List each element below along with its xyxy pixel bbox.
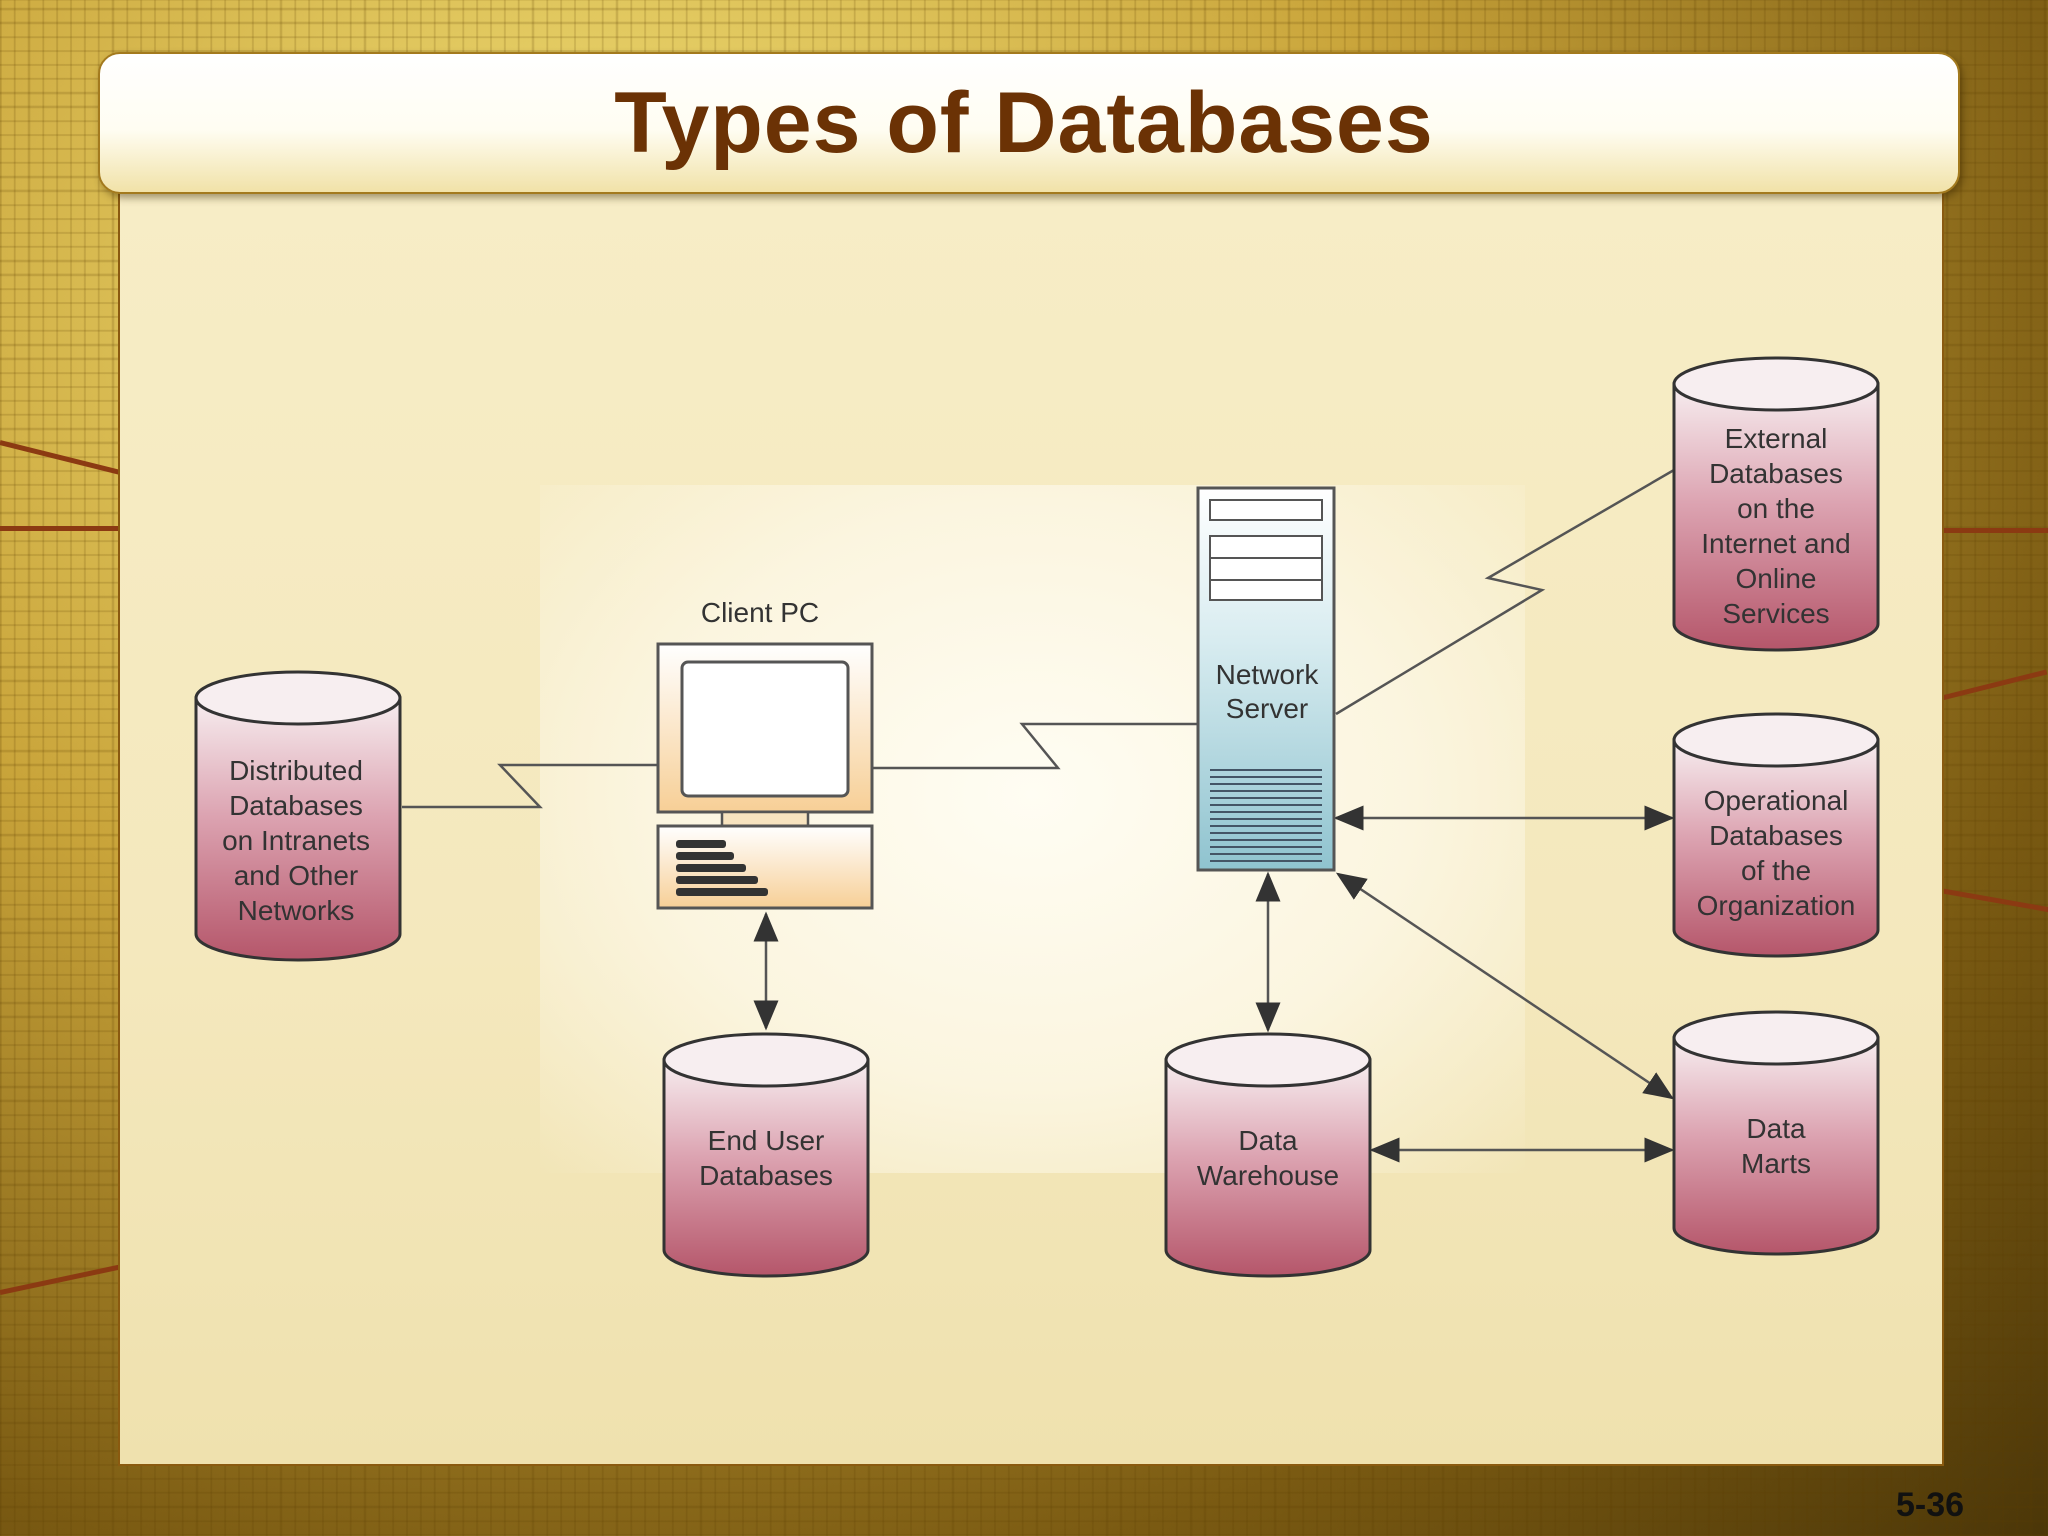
db-label-line: on the [1737,493,1815,524]
db-label-line: Operational [1704,785,1849,816]
db-label-line: Databases [1709,820,1843,851]
slide-title: Types of Databases [614,75,1434,171]
server-vents [1210,769,1322,862]
client-pc-icon [656,642,874,910]
db-label-line: End User [708,1125,825,1156]
keyboard-keys [676,840,768,896]
db-label-line: of the [1741,855,1811,886]
network-server-label-line: Network [1216,659,1320,690]
db-label-line: Data [1238,1125,1298,1156]
distributed-databases-cylinder: Distributed Databases on Intranets and O… [194,670,402,962]
db-label-line: Distributed [229,755,363,786]
page-number: 5-36 [1896,1486,1965,1524]
external-databases-cylinder: External Databases on the Internet and O… [1672,356,1880,652]
db-label-line: Services [1722,598,1829,629]
db-label-line: Networks [238,895,355,926]
client-pc-label: Client PC [701,597,819,628]
db-label-line: Databases [1709,458,1843,489]
network-server-icon [1196,486,1336,872]
title-bar [98,52,1960,194]
end-user-databases-cylinder: End User Databases [662,1032,870,1278]
link-distributed-pc [402,763,658,809]
db-label-line: Databases [699,1160,833,1191]
db-label-line: External [1725,423,1828,454]
data-warehouse-cylinder: Data Warehouse [1164,1032,1372,1278]
link-server-external [1335,468,1675,716]
db-label-line: Databases [229,790,363,821]
data-marts-cylinder: Data Marts [1672,1010,1880,1256]
db-label-line: on Intranets [222,825,370,856]
db-label-line: Online [1736,563,1817,594]
arrow-server-datamarts [1335,872,1675,1100]
connection-lines [402,468,1675,1163]
db-label-line: Warehouse [1197,1160,1339,1191]
db-label-line: Organization [1697,890,1856,921]
db-label-line: and Other [234,860,359,891]
background-streak [0,526,130,531]
network-server-label-line: Server [1226,693,1308,724]
db-label-line: Internet and [1701,528,1850,559]
db-label-line: Marts [1741,1148,1811,1179]
operational-databases-cylinder: Operational Databases of the Organizatio… [1672,712,1880,958]
link-pc-server [872,722,1198,770]
db-label-line: Data [1746,1113,1806,1144]
background-streak [1940,528,2048,533]
